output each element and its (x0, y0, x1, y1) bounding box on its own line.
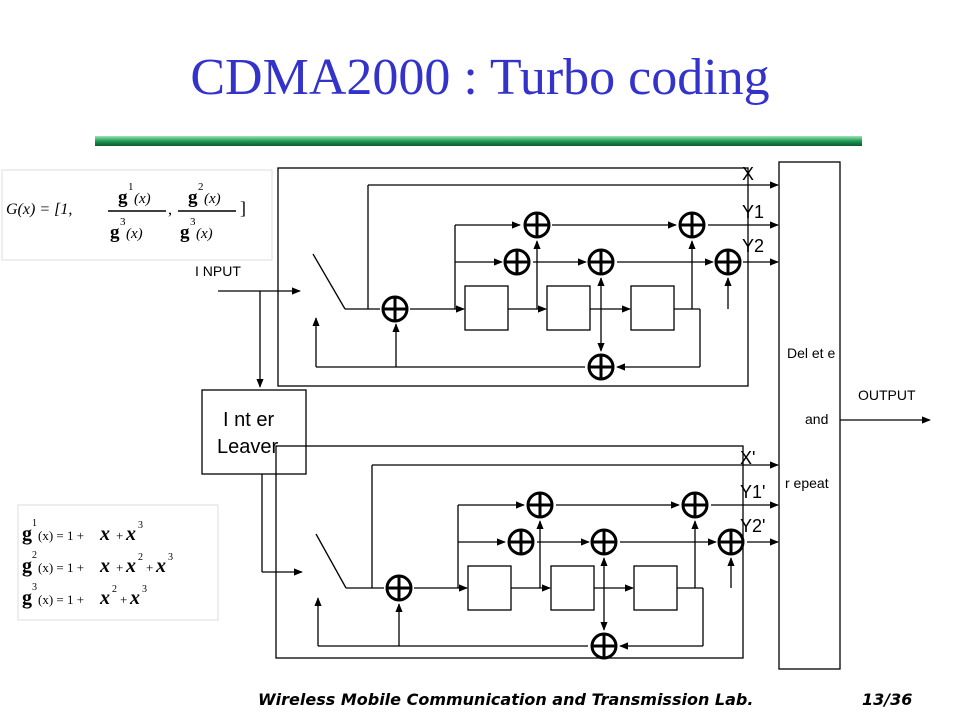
interleaver-label-1: I nt er (223, 409, 274, 431)
xor-adder (385, 574, 413, 602)
output-y1-label: Y1 (742, 202, 764, 222)
title-divider (95, 136, 862, 146)
svg-text:G(x) = [1,: G(x) = [1, (6, 201, 72, 218)
svg-text:g: g (110, 222, 120, 243)
output-x-prime-label: X' (740, 448, 755, 468)
delete-label-2: and (805, 411, 828, 427)
lower-encoder-box (275, 445, 744, 659)
delete-label-1: Del et e (787, 345, 835, 361)
interleaver-block (201, 389, 307, 475)
svg-text:g: g (188, 187, 198, 208)
xor-adder (590, 528, 618, 556)
svg-text:1: 1 (32, 518, 37, 529)
svg-text:x: x (129, 587, 140, 609)
svg-text:(x) = 1 +: (x) = 1 + (38, 560, 84, 575)
xor-adder (681, 491, 709, 519)
xor-adder (526, 491, 554, 519)
lower-register-2 (550, 565, 595, 611)
page-number: 13/36 (862, 690, 913, 709)
svg-text:x: x (99, 587, 110, 609)
input-label: I NPUT (195, 263, 241, 279)
output-label: OUTPUT (858, 387, 916, 403)
svg-text:2: 2 (198, 181, 204, 193)
svg-text:2: 2 (112, 584, 117, 595)
svg-text:(x): (x) (204, 191, 221, 207)
upper-register-3 (630, 285, 675, 331)
svg-text:g: g (180, 222, 190, 243)
svg-text:g: g (22, 555, 32, 577)
svg-text:+: + (116, 560, 123, 575)
xor-adder (587, 248, 615, 276)
svg-text:3: 3 (142, 584, 147, 595)
svg-text:3: 3 (120, 216, 126, 228)
upper-register-1 (464, 285, 509, 331)
lower-register-1 (467, 565, 512, 611)
svg-text:(x): (x) (134, 191, 151, 207)
output-y2-label: Y2 (742, 236, 764, 256)
xor-adder (507, 528, 535, 556)
delete-label-3: r epeat (785, 475, 829, 491)
output-y1-prime-label: Y1' (740, 482, 765, 502)
slide-title: CDMA2000 : Turbo coding (190, 49, 770, 106)
xor-adder (503, 248, 531, 276)
xor-adder (587, 353, 615, 381)
delete-repeat-block (778, 161, 841, 670)
upper-register-2 (546, 285, 591, 331)
svg-text:(x) = 1 +: (x) = 1 + (38, 592, 84, 607)
svg-text:(x): (x) (196, 226, 213, 242)
svg-text:+: + (120, 592, 127, 607)
svg-text:x: x (155, 555, 166, 577)
svg-text:x: x (99, 523, 110, 545)
xor-adder (381, 295, 409, 323)
svg-text:3: 3 (168, 552, 173, 563)
lower-register-3 (633, 565, 678, 611)
xor-adder (590, 632, 618, 660)
output-x-label: X (742, 164, 754, 184)
footer-lab-name: Wireless Mobile Communication and Transm… (258, 690, 754, 709)
svg-text:1: 1 (128, 181, 134, 193)
svg-text:3: 3 (190, 216, 196, 228)
svg-text:x: x (125, 523, 136, 545)
polynomial-equations: g 1 (x) = 1 + x + x 3 g 2 (x) = 1 + x + … (17, 504, 219, 621)
xor-adder (714, 248, 742, 276)
svg-text:]: ] (240, 198, 246, 218)
svg-text:(x): (x) (126, 226, 143, 242)
svg-text:g: g (118, 187, 128, 208)
svg-text:g: g (22, 523, 32, 545)
svg-text:3: 3 (32, 582, 37, 593)
svg-text:2: 2 (32, 550, 37, 561)
xor-adder (678, 211, 706, 239)
svg-text:+: + (116, 528, 123, 543)
xor-adder (523, 211, 551, 239)
svg-text:x: x (99, 555, 110, 577)
svg-text:,: , (168, 201, 172, 218)
svg-text:x: x (125, 555, 136, 577)
xor-adder (717, 528, 745, 556)
svg-text:+: + (146, 560, 153, 575)
svg-text:3: 3 (138, 520, 143, 531)
generator-equation: G(x) = [1, g 1 (x) g 3 (x) , g 2 (x) g 3… (1, 169, 273, 261)
svg-text:g: g (22, 587, 32, 609)
svg-text:(x) = 1 +: (x) = 1 + (38, 528, 84, 543)
output-y2-prime-label: Y2' (740, 516, 765, 536)
upper-encoder-box (277, 167, 749, 387)
interleaver-label-2: Leaver (217, 436, 278, 458)
svg-text:2: 2 (138, 552, 143, 563)
